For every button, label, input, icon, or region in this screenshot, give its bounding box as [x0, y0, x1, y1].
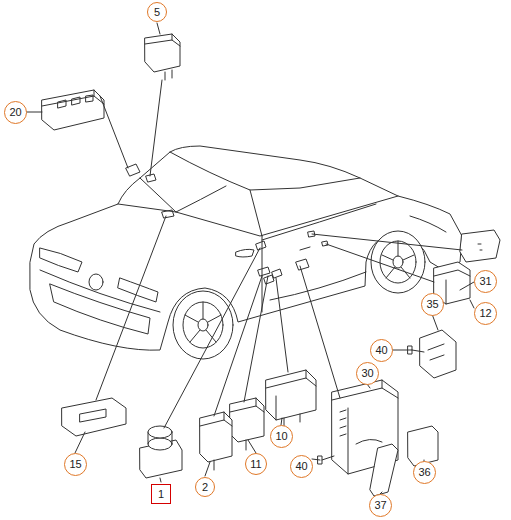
callout-number: 11	[245, 453, 267, 475]
callout-number: 37	[369, 494, 392, 517]
callout-number: 1	[151, 484, 171, 504]
callout-number: 10	[270, 425, 293, 448]
callout-number: 35	[421, 293, 444, 316]
callout-number: 12	[474, 302, 497, 325]
callout-number: 40	[370, 339, 393, 362]
callout-number: 2	[195, 477, 215, 497]
callout-number: 15	[64, 453, 87, 476]
callout-number: 40	[290, 455, 313, 478]
callout-number: 20	[4, 101, 27, 124]
callout-number: 30	[356, 362, 379, 385]
callout-number: 5	[147, 2, 167, 22]
callout-number: 31	[474, 270, 497, 293]
callout-number: 36	[413, 461, 436, 484]
